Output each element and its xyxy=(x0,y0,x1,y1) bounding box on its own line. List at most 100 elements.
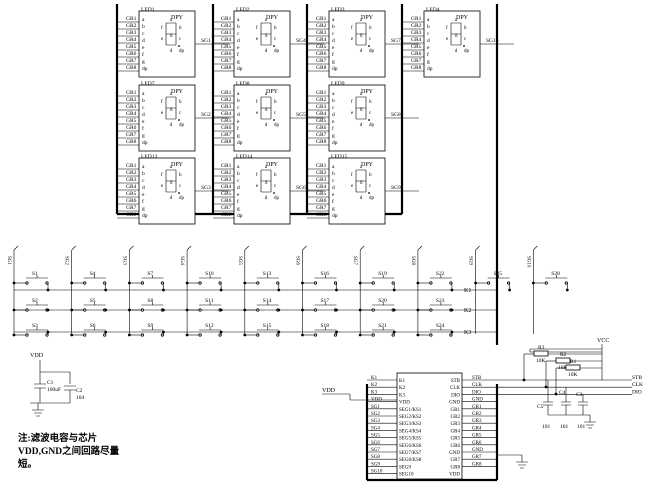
seg-b: b xyxy=(464,26,467,31)
segment-label: e xyxy=(237,119,240,125)
key-switch: S5 xyxy=(70,298,108,312)
switch-col-tick xyxy=(129,245,134,251)
grid-pin-label: GR5 xyxy=(221,44,232,50)
grid-pin-label: GR7 xyxy=(126,58,137,64)
seg-e: e xyxy=(351,37,354,42)
seven-seg-glyph xyxy=(260,22,272,46)
segment-label: c xyxy=(237,31,240,37)
seg-d: d xyxy=(360,49,363,54)
resistor-body xyxy=(555,357,571,364)
switch-contact xyxy=(25,281,29,285)
key-switch: S3 xyxy=(12,323,50,337)
ic-right-net: GND xyxy=(472,398,483,403)
grid-pin-label: GR4 xyxy=(126,111,137,117)
junction-dot xyxy=(531,281,535,285)
switch-col-net: SG1 xyxy=(6,256,11,265)
key-switch: S10 xyxy=(185,271,223,292)
seg-c: c xyxy=(369,184,372,189)
switch-ref: S21 xyxy=(378,323,387,329)
ic-right-net: GR1 xyxy=(472,405,482,410)
switch-ref: S16 xyxy=(321,271,330,277)
ic-left-pin-name: SEG7/KS7 xyxy=(399,451,422,456)
grid-pin-label: GR5 xyxy=(126,44,137,50)
switch-contact xyxy=(140,333,144,337)
switch-contact xyxy=(198,333,202,337)
grid-pin-label: GR6 xyxy=(316,51,327,57)
switch-col-tick xyxy=(244,245,250,251)
segment-label: e xyxy=(332,45,335,51)
grid-pin-label: GR4 xyxy=(126,37,137,43)
seg-a: a xyxy=(360,18,363,23)
key-switch: S17 xyxy=(301,298,338,312)
junction-dot xyxy=(46,308,50,312)
led-ref: LED9 xyxy=(331,81,345,87)
seg-b: b xyxy=(369,26,372,31)
switch-contact xyxy=(256,308,260,312)
segment-label: g xyxy=(237,133,240,139)
seg-e: e xyxy=(256,37,259,42)
junction-dot xyxy=(544,385,548,389)
seg-b: b xyxy=(179,100,182,105)
seg-dp: dp xyxy=(179,196,185,201)
switch-contact xyxy=(25,308,29,312)
switch-ref: S8 xyxy=(147,298,153,304)
grid-pin-label: GR2 xyxy=(126,170,137,176)
junction-dot xyxy=(416,333,420,337)
junction-dot xyxy=(335,330,338,334)
segment-label: e xyxy=(142,192,145,198)
switch-contact xyxy=(429,281,433,285)
junction-dot xyxy=(358,333,362,337)
grid-pin-label: GR3 xyxy=(316,177,327,183)
switch-contact xyxy=(198,308,202,312)
grid-pin-label: GR7 xyxy=(316,58,327,64)
grid-pin-label: GR7 xyxy=(316,132,327,138)
segment-label: a xyxy=(142,164,145,170)
net-label: SG10 xyxy=(486,38,499,44)
junction-dot xyxy=(46,330,50,334)
switch-ref: S4 xyxy=(90,271,96,277)
segment-label: g xyxy=(332,133,335,139)
net-label: SG3 xyxy=(201,185,211,191)
grid-pin-label: GR4 xyxy=(221,111,232,117)
led-part: DPY xyxy=(171,162,184,168)
junction-dot xyxy=(301,281,304,285)
resistor-body xyxy=(533,350,549,357)
key-switch: S1 xyxy=(12,271,50,292)
led-ref: LED14 xyxy=(236,154,252,160)
junction-dot xyxy=(127,333,131,337)
grid-pin-label: GR5 xyxy=(411,44,422,50)
decimal-point xyxy=(463,45,465,47)
junction-dot xyxy=(358,308,362,312)
ic-right-pin-name: DIO xyxy=(451,393,460,398)
ic-left-net: K1 xyxy=(371,376,378,381)
seg-f: f xyxy=(351,173,353,178)
junction-dot xyxy=(554,392,558,396)
led-body xyxy=(423,10,481,78)
seg-b: b xyxy=(179,26,182,31)
led-part: DPY xyxy=(361,162,374,168)
junction-dot xyxy=(335,288,338,292)
segment-label: d xyxy=(427,38,430,44)
seg-dp: dp xyxy=(179,123,185,128)
resistor-body xyxy=(565,364,581,371)
led-part: DPY xyxy=(456,15,469,21)
seg-f: f xyxy=(351,26,353,31)
segment-label: b xyxy=(142,171,145,177)
seg-f: f xyxy=(161,26,163,31)
seg-f: f xyxy=(161,100,163,105)
switch-col-tick xyxy=(71,245,76,251)
seg-dp: dp xyxy=(464,49,470,54)
segment-label: f xyxy=(332,51,334,58)
cap-value: 101 xyxy=(577,424,586,430)
segment-label: d xyxy=(237,185,240,191)
segment-label: dp xyxy=(237,213,243,219)
vdd-label: VDD xyxy=(30,353,44,359)
decimal-point xyxy=(273,119,275,121)
switch-ref: S1 xyxy=(32,271,38,277)
segment-label: b xyxy=(237,98,240,104)
ic-right-net: STB xyxy=(472,376,482,381)
c1-symbol xyxy=(34,383,46,389)
segment-label: dp xyxy=(237,140,243,146)
grid-pin-label: GR6 xyxy=(411,51,422,57)
ic-right-net: GR4 xyxy=(472,426,482,431)
